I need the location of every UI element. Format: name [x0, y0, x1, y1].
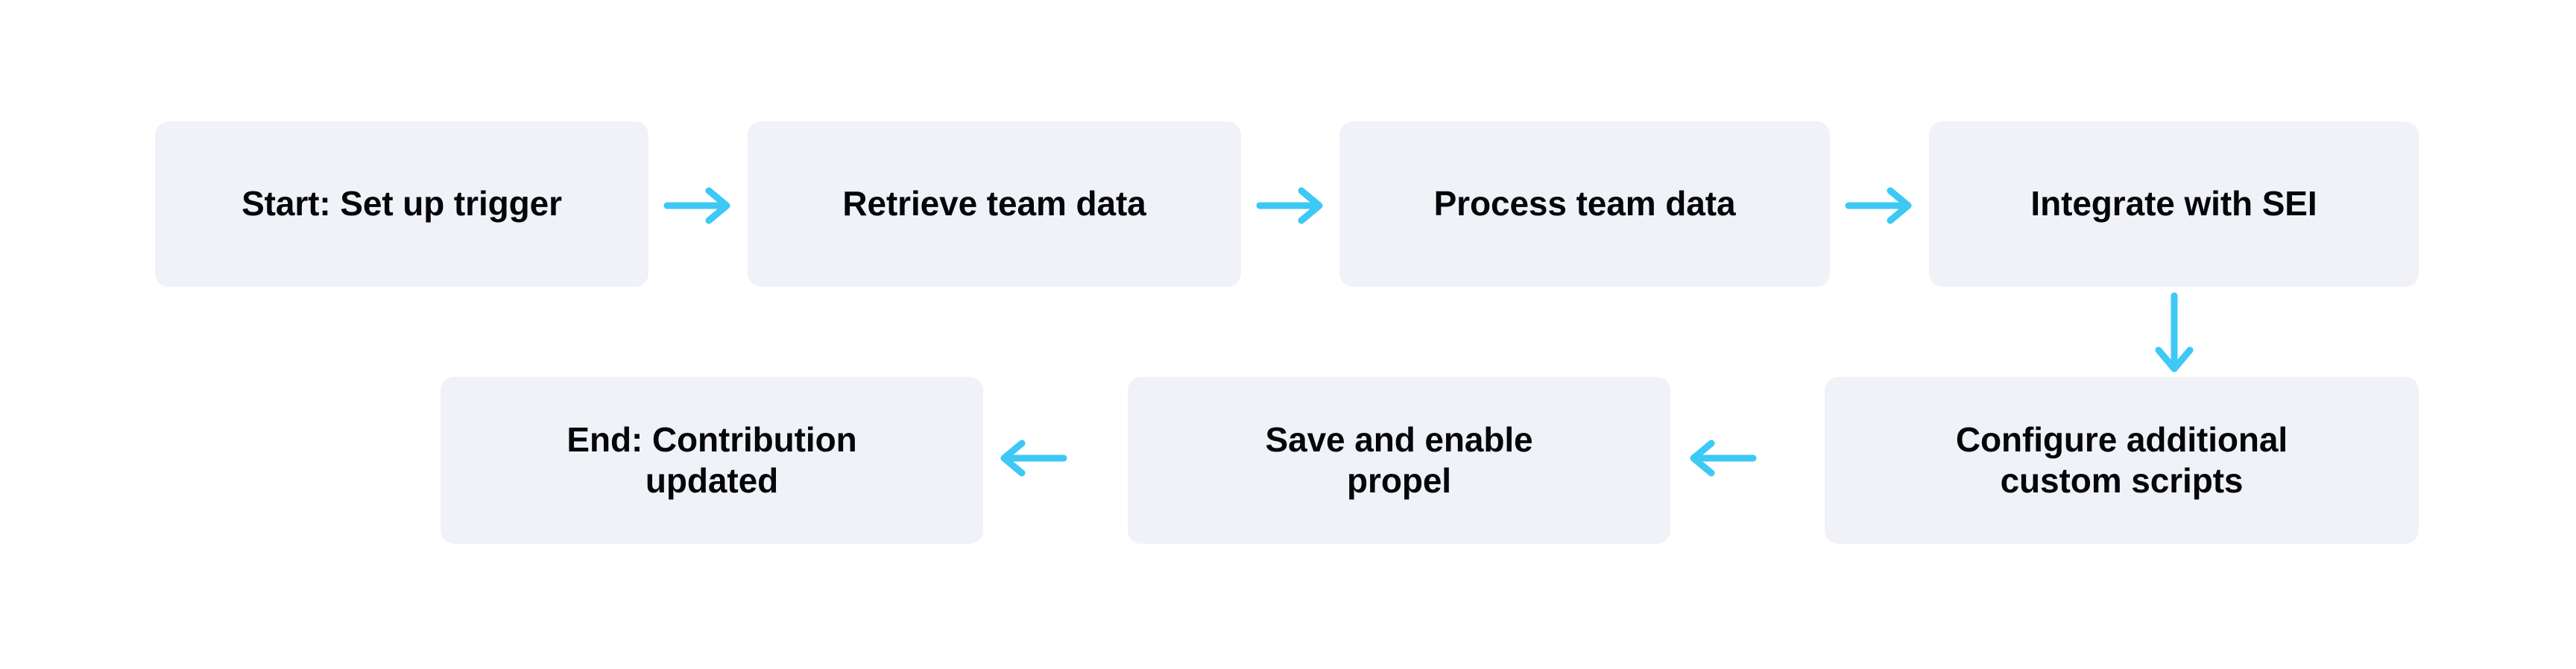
- flow-node-retrieve-team-data[interactable]: Retrieve team data: [748, 121, 1241, 287]
- flow-node-save-and-enable-propel-label: Save and enable propel: [1265, 419, 1533, 500]
- arrow-down-integrate-to-configure: [2150, 292, 2199, 375]
- flow-node-configure-custom-scripts-label: Configure additional custom scripts: [1955, 419, 2288, 500]
- flow-node-retrieve-team-data-label: Retrieve team data: [842, 184, 1146, 223]
- arrow-left-configure-to-save: [1686, 436, 1758, 481]
- flow-node-end-contribution-updated-label: End: Contribution updated: [566, 419, 857, 500]
- flow-node-start[interactable]: Start: Set up trigger: [155, 121, 648, 287]
- flow-node-process-team-data[interactable]: Process team data: [1339, 121, 1830, 287]
- flow-node-start-label: Start: Set up trigger: [242, 184, 562, 223]
- arrow-right-process-to-integrate: [1844, 183, 1916, 228]
- flow-node-save-and-enable-propel[interactable]: Save and enable propel: [1128, 377, 1670, 544]
- flow-node-configure-custom-scripts[interactable]: Configure additional custom scripts: [1825, 377, 2419, 544]
- arrow-left-save-to-end: [997, 436, 1068, 481]
- flow-node-integrate-with-sei[interactable]: Integrate with SEI: [1929, 121, 2419, 287]
- flow-node-process-team-data-label: Process team data: [1433, 184, 1736, 223]
- flow-node-integrate-with-sei-label: Integrate with SEI: [2030, 184, 2317, 223]
- arrow-right-start-to-retrieve: [663, 183, 734, 228]
- flow-node-end-contribution-updated[interactable]: End: Contribution updated: [441, 377, 983, 544]
- arrow-right-retrieve-to-process: [1255, 183, 1327, 228]
